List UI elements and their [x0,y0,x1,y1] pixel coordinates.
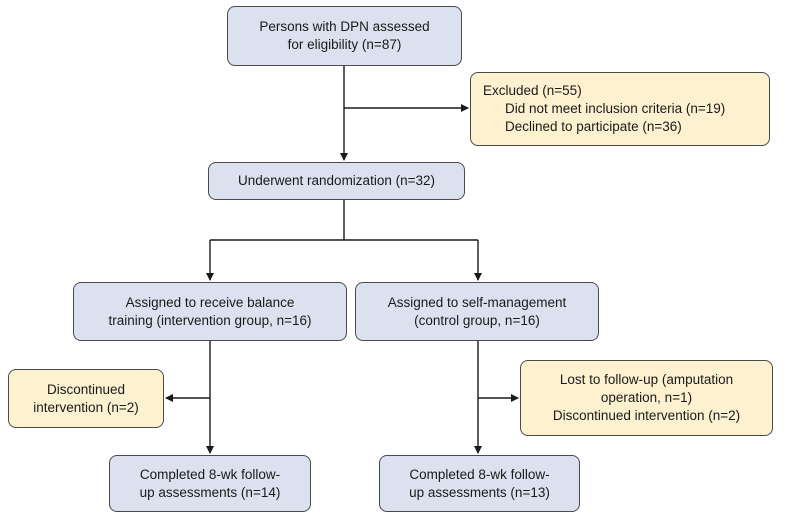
intervention-group-box: Assigned to receive balance training (in… [73,282,347,341]
lost-followup-line-3: Discontinued intervention (n=2) [552,408,741,423]
excluded-item-inclusion: Did not meet inclusion criteria (n=19) [505,101,726,116]
excluded-item-declined: Declined to participate (n=36) [505,119,682,134]
completed-control-line-1: Completed 8-wk follow- [409,466,550,482]
completed-control-line-2: up assessments (n=13) [409,484,550,500]
assessed-box: Persons with DPN assessed for eligibilit… [227,6,462,66]
excluded-header: Excluded (n=55) [483,83,582,98]
discontinued-line-1: Discontinued [46,381,126,397]
assessed-line-1: Persons with DPN assessed [259,19,430,34]
intervention-group-line-1: Assigned to receive balance [125,294,295,310]
completed-intervention-line-1: Completed 8-wk follow- [139,466,281,482]
control-group-line-2: (control group, n=16) [414,312,540,328]
excluded-box: Excluded (n=55) Did not meet inclusion c… [470,72,770,146]
control-group-box: Assigned to self-management (control gro… [355,282,599,341]
discontinued-line-2: intervention (n=2) [33,399,139,415]
assessed-line-2: for eligibility (n=87) [287,37,402,52]
intervention-group-line-2: training (intervention group, n=16) [108,312,312,328]
lost-followup-box: Lost to follow-up (amputation operation,… [520,360,773,436]
lost-followup-line-1: Lost to follow-up (amputation [559,372,734,387]
randomization-box: Underwent randomization (n=32) [208,162,465,200]
randomization-label: Underwent randomization (n=32) [238,173,435,188]
discontinued-box: Discontinued intervention (n=2) [8,369,164,428]
completed-control-box: Completed 8-wk follow- up assessments (n… [379,455,580,512]
completed-intervention-box: Completed 8-wk follow- up assessments (n… [109,455,311,512]
control-group-line-1: Assigned to self-management [387,294,567,310]
completed-intervention-line-2: up assessments (n=14) [139,484,281,500]
lost-followup-line-2: operation, n=1) [600,390,693,405]
